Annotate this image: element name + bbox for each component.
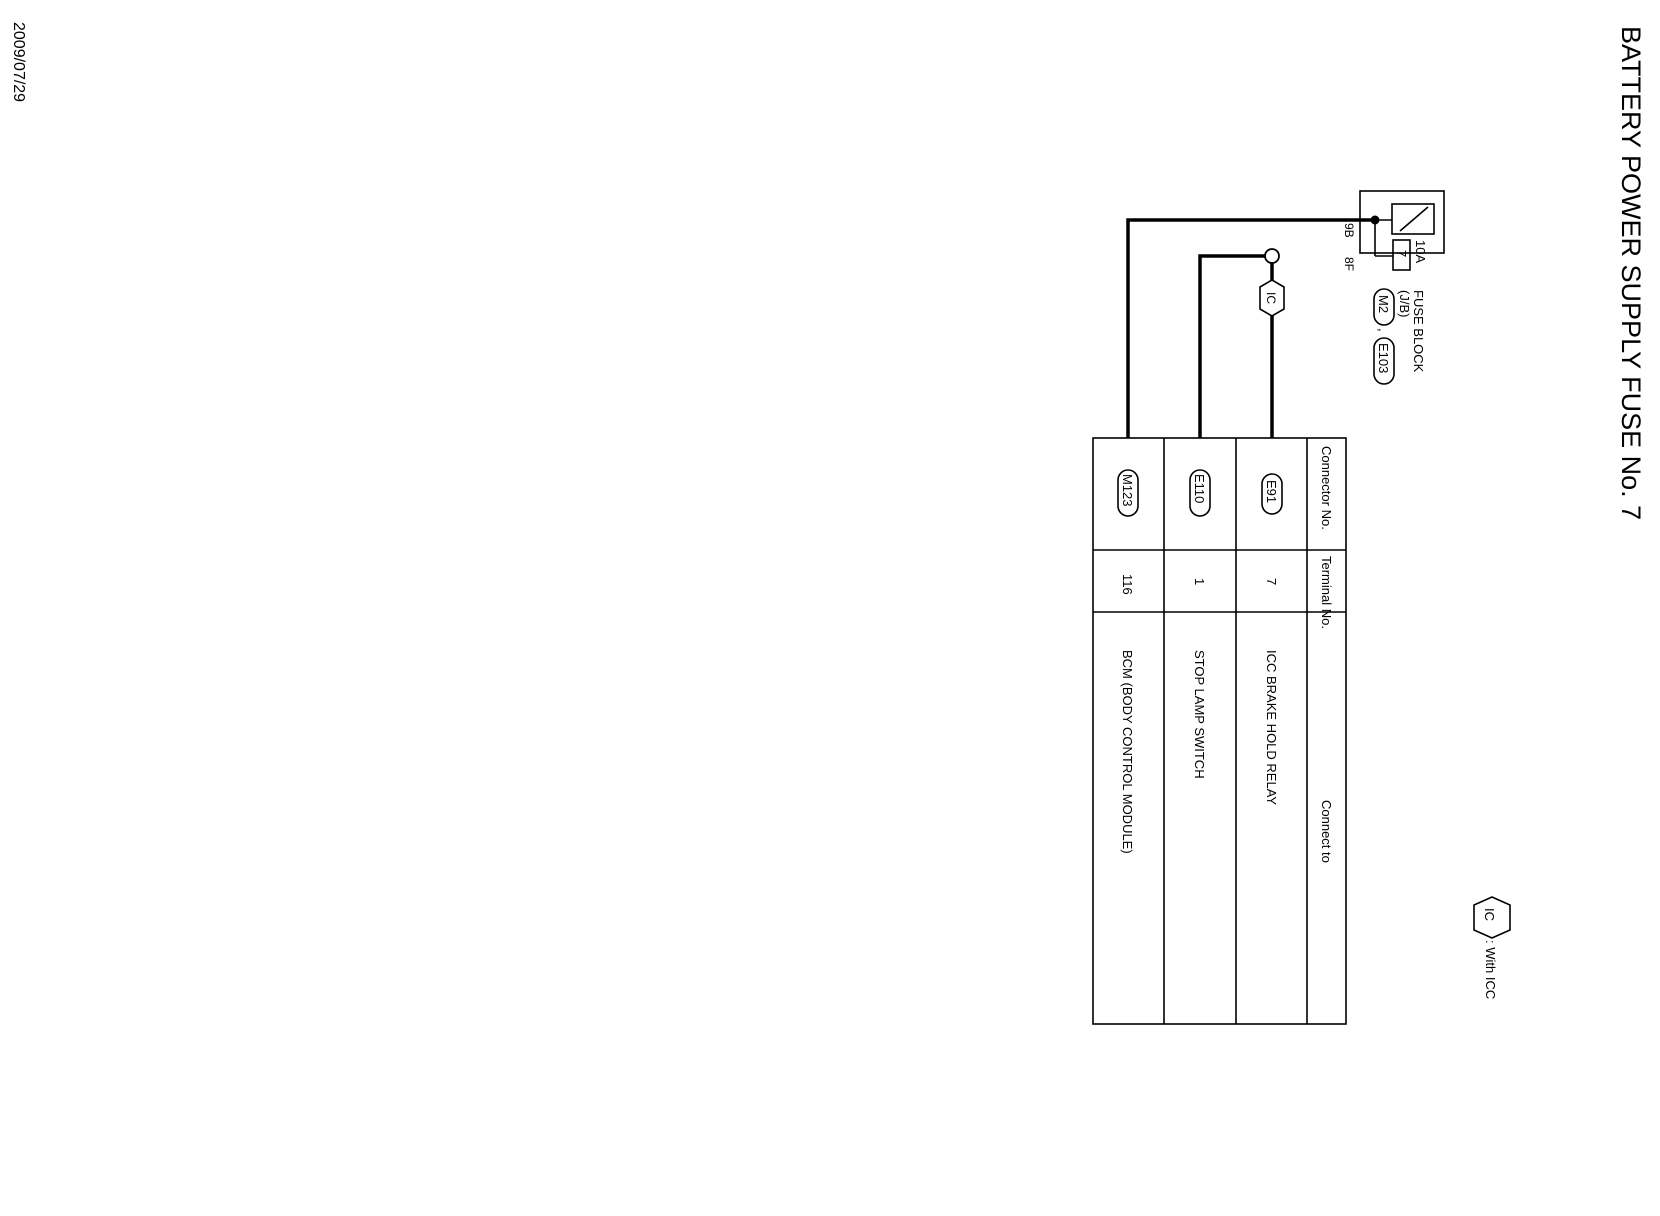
wire-bcm xyxy=(1126,218,1375,438)
page-title: BATTERY POWER SUPPLY FUSE No. 7 xyxy=(1616,26,1646,520)
connector-e103-icon xyxy=(1373,337,1395,385)
fuse-number-box xyxy=(1392,239,1411,271)
connector-e103-label: E103 xyxy=(1376,343,1391,373)
fuse-block: 7 10A 9B 8F FUSE BLOCK (J/B) M2 , E103 xyxy=(1342,190,1445,385)
wires: IC xyxy=(1126,215,1380,438)
row-terminal: 1 xyxy=(1192,578,1207,585)
terminal-8f-label: 8F xyxy=(1342,257,1356,271)
connector-m2-label: M2 xyxy=(1376,295,1391,313)
fuse-block-box xyxy=(1359,190,1445,254)
table-row: E110 1 STOP LAMP SWITCH xyxy=(1189,469,1211,779)
fuse-block-name: FUSE BLOCK xyxy=(1411,290,1426,373)
date-stamp: 2009/07/29 xyxy=(10,22,27,102)
row-terminal: 116 xyxy=(1120,574,1135,595)
fuse-number: 7 xyxy=(1394,250,1409,257)
row-connect-to: BCM (BODY CONTROL MODULE) xyxy=(1120,650,1135,854)
connector-e91-icon xyxy=(1261,473,1283,515)
row-connector: M123 xyxy=(1120,474,1135,507)
fuse-symbol-box xyxy=(1391,203,1435,235)
row-connect-to: STOP LAMP SWITCH xyxy=(1192,650,1207,779)
wire-option-icon xyxy=(1259,279,1285,317)
header-connect-to: Connect to xyxy=(1319,800,1334,863)
option-code-icon xyxy=(1473,896,1511,939)
terminal-9b-label: 9B xyxy=(1342,223,1356,238)
legend-option-code: IC xyxy=(1482,908,1497,921)
row-connector: E110 xyxy=(1192,474,1207,503)
fuse-symbol-slash xyxy=(1399,206,1429,232)
connector-separator: , xyxy=(1376,328,1391,332)
fuse-rating: 10A xyxy=(1413,240,1428,263)
connector-e110-icon xyxy=(1189,469,1211,517)
row-connector: E91 xyxy=(1264,480,1279,503)
connection-table: Connector No. Terminal No. Connect to E9… xyxy=(1092,437,1347,1025)
table-row: E91 7 ICC BRAKE HOLD RELAY xyxy=(1261,473,1283,805)
fuse-block-jb: (J/B) xyxy=(1397,290,1412,317)
connector-m2-icon xyxy=(1373,288,1395,326)
table-border xyxy=(1092,437,1347,1025)
table-row: M123 116 BCM (BODY CONTROL MODULE) xyxy=(1117,469,1139,854)
wire-option-code: IC xyxy=(1264,292,1278,304)
connector-m123-icon xyxy=(1117,469,1139,517)
wire-stop-lamp xyxy=(1198,254,1272,438)
header-terminal-no: Terminal No. xyxy=(1319,556,1334,629)
row-terminal: 7 xyxy=(1264,578,1279,585)
row-connect-to: ICC BRAKE HOLD RELAY xyxy=(1264,650,1279,805)
legend: IC : With ICC xyxy=(1473,896,1511,999)
splice-dot-9b xyxy=(1370,215,1380,225)
header-connector-no: Connector No. xyxy=(1319,446,1334,530)
splice-circle-8f xyxy=(1264,248,1280,264)
legend-option-label: : With ICC xyxy=(1483,940,1498,999)
